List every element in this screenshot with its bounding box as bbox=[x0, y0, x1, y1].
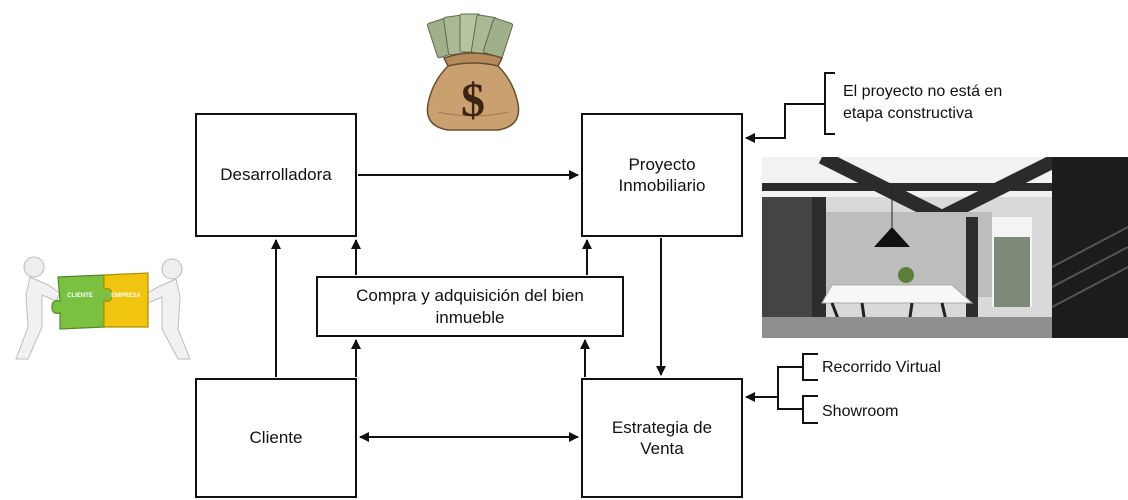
money-bag-icon: $ bbox=[426, 13, 520, 131]
arrow-etapa-to-proyecto bbox=[745, 103, 825, 143]
box-estrategia-venta: Estrategia de Venta bbox=[581, 378, 743, 498]
bracket-venta-group bbox=[777, 366, 803, 410]
box-desarrolladora-label: Desarrolladora bbox=[220, 165, 332, 185]
box-compra-adquisicion: Compra y adquisición del bien inmueble bbox=[316, 276, 624, 337]
box-proyecto-inmobiliario: Proyecto Inmobiliario bbox=[581, 113, 743, 237]
puzzle-right-label: EMPRESA bbox=[111, 293, 141, 299]
note-etapa-constructiva: El proyecto no está en etapa constructiv… bbox=[843, 83, 1003, 122]
box-cliente: Cliente bbox=[195, 378, 357, 498]
note-showroom: Showroom bbox=[822, 403, 899, 420]
bracket-etapa bbox=[824, 72, 835, 135]
box-desarrolladora: Desarrolladora bbox=[195, 113, 357, 237]
interior-render-image bbox=[762, 157, 1128, 338]
box-estrategia-label: Estrategia de Venta bbox=[611, 417, 713, 458]
box-proyecto-label: Proyecto Inmobiliario bbox=[618, 154, 706, 195]
bracket-showroom bbox=[802, 395, 818, 424]
puzzle-left-label: CLIENTE bbox=[67, 293, 93, 299]
box-cliente-label: Cliente bbox=[249, 428, 303, 448]
puzzle-people-icon: CLIENTE EMPRESA bbox=[15, 256, 191, 360]
money-bag-dollar-sign: $ bbox=[461, 74, 485, 127]
box-compra-label: Compra y adquisición del bien inmueble bbox=[356, 286, 584, 327]
note-recorrido-virtual: Recorrido Virtual bbox=[822, 359, 941, 376]
bracket-recorrido bbox=[802, 353, 818, 381]
